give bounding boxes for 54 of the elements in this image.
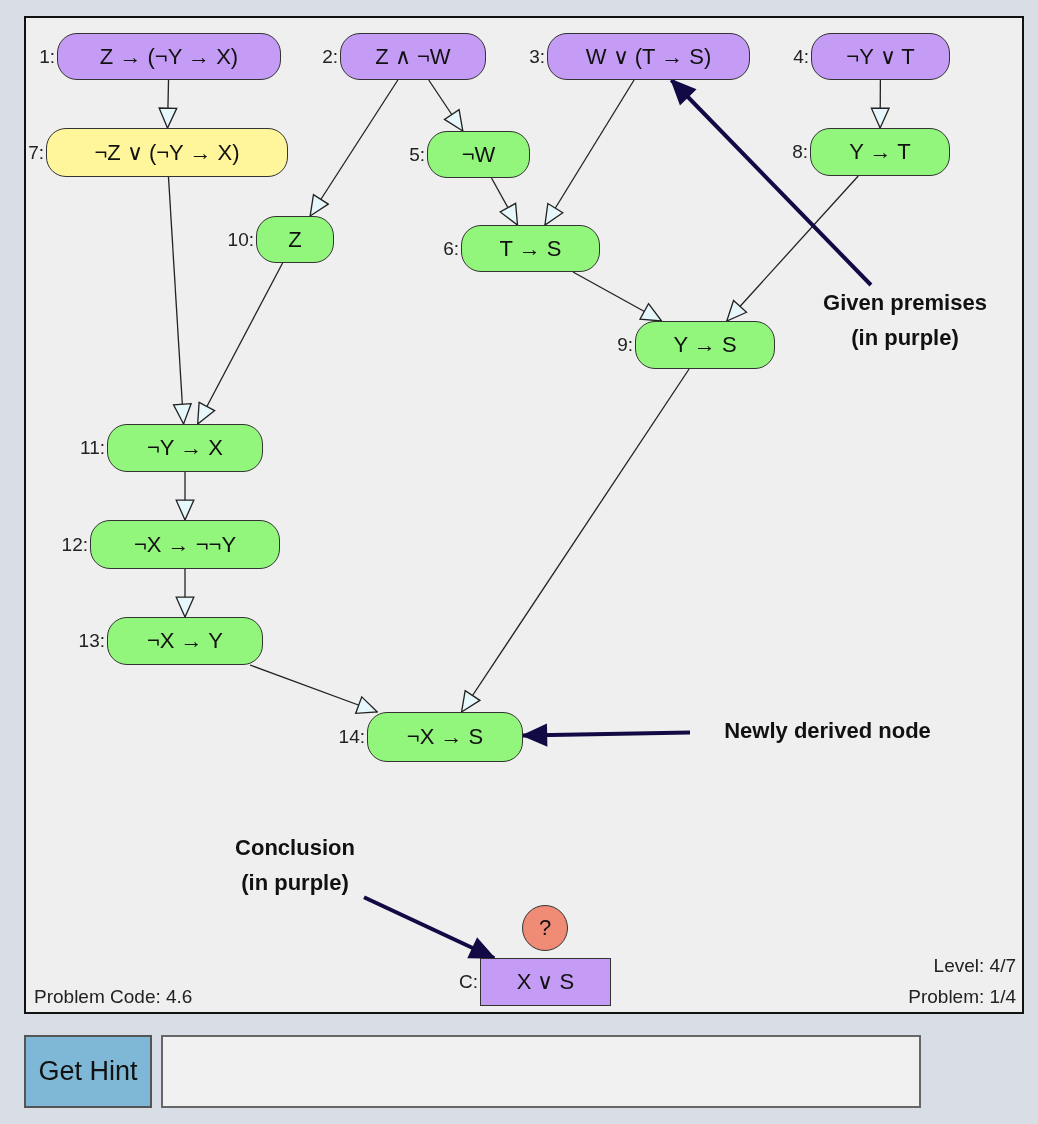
premise-box: ¬Y ∨ T <box>811 33 950 80</box>
premise-box: Z ∧ ¬W <box>340 33 486 80</box>
conclusion-box: X ∨ S <box>480 958 611 1006</box>
inference-arrow <box>870 79 890 129</box>
callout-arrow <box>669 78 873 287</box>
inference-arrow <box>428 79 464 132</box>
derived-formula-box: Y → S <box>635 321 775 369</box>
derived-formula-box: ¬X → ¬¬Y <box>90 520 280 569</box>
inference-arrow <box>158 79 178 129</box>
derived-formula-box: T → S <box>461 225 600 272</box>
step-number: 3: <box>528 46 545 67</box>
annotation-text: Given premises (in purple) <box>812 285 998 355</box>
inference-arrow <box>309 79 399 217</box>
inference-arrow <box>726 175 859 322</box>
annotation-text: Newly derived node <box>690 712 965 748</box>
inference-arrow <box>197 262 284 425</box>
derived-formula-box: ¬X → Y <box>107 617 263 665</box>
step-number: 10: <box>226 229 254 250</box>
inference-arrow <box>460 368 690 713</box>
derived-formula-box: Z <box>256 216 334 263</box>
inference-arrow <box>490 177 519 226</box>
step-number: 1: <box>38 46 55 67</box>
step-number: 5: <box>408 144 425 165</box>
step-number: 14: <box>337 727 365 747</box>
derived-formula-box: Y → T <box>810 128 950 176</box>
inference-arrow <box>572 271 663 322</box>
step-number: 9: <box>616 335 633 355</box>
problem-counter-text: Problem: 1/4 <box>908 986 1016 1008</box>
selected-formula-box: ¬Z ∨ (¬Y → X) <box>46 128 288 177</box>
derived-formula-box: ¬X → S <box>367 712 523 762</box>
step-number: 4: <box>792 46 809 67</box>
inference-arrow <box>167 176 192 425</box>
annotation-text: Conclusion (in purple) <box>226 830 364 900</box>
step-number: 7: <box>27 142 44 163</box>
step-number: 13: <box>77 631 105 651</box>
step-number: C: <box>458 972 478 992</box>
step-number: 12: <box>60 534 88 555</box>
step-number: 8: <box>791 142 808 162</box>
problem-code-text: Problem Code: 4.6 <box>34 986 193 1008</box>
callout-arrow <box>363 895 495 960</box>
callout-arrow <box>522 723 691 747</box>
step-number: 11: <box>79 438 105 458</box>
get-hint-button: Get Hint <box>24 1035 152 1108</box>
premise-box: W ∨ (T → S) <box>547 33 750 80</box>
inference-arrow <box>249 664 378 715</box>
premise-box: Z → (¬Y → X) <box>57 33 281 80</box>
inference-arrow <box>175 471 195 521</box>
derived-formula-box: ¬Y → X <box>107 424 263 472</box>
step-number: 6: <box>442 238 459 259</box>
inference-arrow <box>175 568 195 618</box>
inference-arrow <box>544 79 635 226</box>
step-number: 2: <box>321 46 338 67</box>
level-text: Level: 4/7 <box>933 955 1016 977</box>
derived-formula-box: ¬W <box>427 131 530 178</box>
